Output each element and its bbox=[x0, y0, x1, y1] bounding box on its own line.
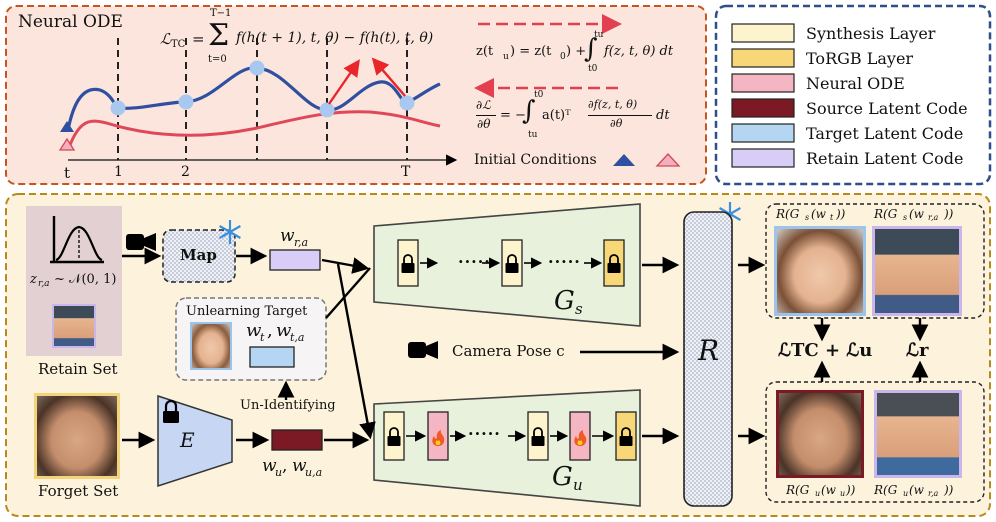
camera-pose-label: Camera Pose c bbox=[452, 342, 565, 360]
forget-set-label: Forget Set bbox=[38, 482, 119, 500]
initial-conditions-label: Initial Conditions bbox=[474, 152, 597, 168]
renderer-box bbox=[683, 211, 733, 507]
legend-retain-latent: Retain Latent Code bbox=[806, 149, 964, 168]
output-group-top bbox=[765, 203, 985, 319]
output-forget-man bbox=[776, 390, 864, 478]
output-label-bottom-right: R(G u (w r,a )) bbox=[874, 483, 954, 498]
gs-layer-blocks bbox=[397, 239, 625, 287]
camera-icon-top bbox=[126, 233, 156, 251]
gs-dots-2: ····· bbox=[548, 252, 581, 271]
generator-internal-arrows bbox=[406, 257, 615, 442]
gaussian-icon bbox=[50, 216, 104, 264]
output-group-bottom bbox=[765, 381, 985, 503]
red-arrow-left bbox=[328, 59, 360, 105]
tc-loss-equation: ℒ TC = Σ T−1 t=0 f(h(t + 1), t, θ) − f(h… bbox=[160, 8, 434, 65]
retain-set-label: Retain Set bbox=[38, 360, 118, 378]
trajectory-points bbox=[110, 60, 415, 118]
gu-dots: ····· bbox=[468, 424, 501, 443]
output-label-top-right: R(G s (w r,a )) bbox=[874, 207, 954, 222]
legend-blue-triangle bbox=[613, 154, 635, 166]
axis-label-t: t bbox=[64, 164, 71, 182]
un-identifying-label: Un-Identifying bbox=[240, 398, 336, 413]
retain-distribution-label: z r,a ~ 𝒩(0, 1) bbox=[30, 272, 117, 289]
axis-label-T: T bbox=[401, 164, 411, 180]
flow-arrows bbox=[122, 247, 929, 449]
ode-title: Neural ODE bbox=[18, 12, 123, 32]
gu-label: G u bbox=[552, 462, 583, 494]
red-arrow-right bbox=[371, 57, 406, 97]
axis-label-1: 1 bbox=[114, 164, 123, 180]
lock-icons bbox=[387, 254, 633, 446]
legend-pink-triangle bbox=[655, 153, 681, 167]
adjoint-equation: ∂ℒ ∂θ = − ∫ t0 tu a(t)ᵀ ∂f(z, t, θ) ∂θ d… bbox=[476, 90, 670, 140]
output-target-woman bbox=[774, 226, 866, 316]
loss-r-label: ℒr bbox=[906, 340, 929, 361]
initial-pink-triangle bbox=[58, 137, 76, 151]
output-retain-child-top bbox=[872, 226, 962, 316]
loss-tc-u-label: ℒTC + ℒu bbox=[778, 340, 873, 361]
legend-swatches bbox=[731, 23, 795, 168]
gs-label: G s bbox=[554, 286, 583, 318]
target-latent-box bbox=[249, 346, 295, 368]
source-latent-box bbox=[271, 429, 323, 451]
mapping-network-box bbox=[162, 229, 236, 283]
snowflake-icon-map bbox=[219, 220, 241, 244]
forward-ode-equation: z(t u ) = z(t 0 ) + ∫ tu t0 f(z, t, θ) d… bbox=[476, 30, 674, 74]
output-retain-child-bottom bbox=[874, 390, 962, 478]
gs-dots-1: ····· bbox=[458, 252, 491, 271]
red-trajectory bbox=[68, 110, 441, 146]
lock-icon-encoder bbox=[163, 399, 179, 423]
forget-man-portrait bbox=[34, 393, 120, 479]
wu-label: w u , w u,a bbox=[262, 456, 323, 479]
output-label-top-left: R(G s (w t )) bbox=[776, 207, 846, 222]
fire-icons bbox=[432, 430, 587, 446]
legend-neural-ode: Neural ODE bbox=[806, 74, 905, 93]
legend-torgb-layer: ToRGB Layer bbox=[806, 49, 914, 68]
renderer-label: R bbox=[698, 334, 720, 367]
legend-target-latent: Target Latent Code bbox=[806, 124, 964, 143]
legend-source-latent: Source Latent Code bbox=[806, 99, 968, 118]
camera-icon-middle bbox=[408, 341, 438, 359]
initial-blue-triangle bbox=[60, 121, 74, 132]
axis-label-2: 2 bbox=[181, 164, 190, 180]
output-label-bottom-left: R(G u (w u )) bbox=[786, 483, 856, 498]
legend-synthesis-layer: Synthesis Layer bbox=[806, 24, 936, 43]
retain-child-portrait bbox=[52, 304, 96, 348]
retain-latent-box bbox=[269, 249, 321, 271]
unlearning-target-label: Unlearning Target bbox=[186, 304, 308, 319]
map-label: Map bbox=[180, 246, 217, 264]
wt-label: w t , w t,a bbox=[246, 320, 305, 344]
w-ra-label: w r,a bbox=[280, 226, 309, 249]
encoder-label: E bbox=[180, 428, 195, 452]
target-woman-portrait bbox=[190, 322, 232, 370]
